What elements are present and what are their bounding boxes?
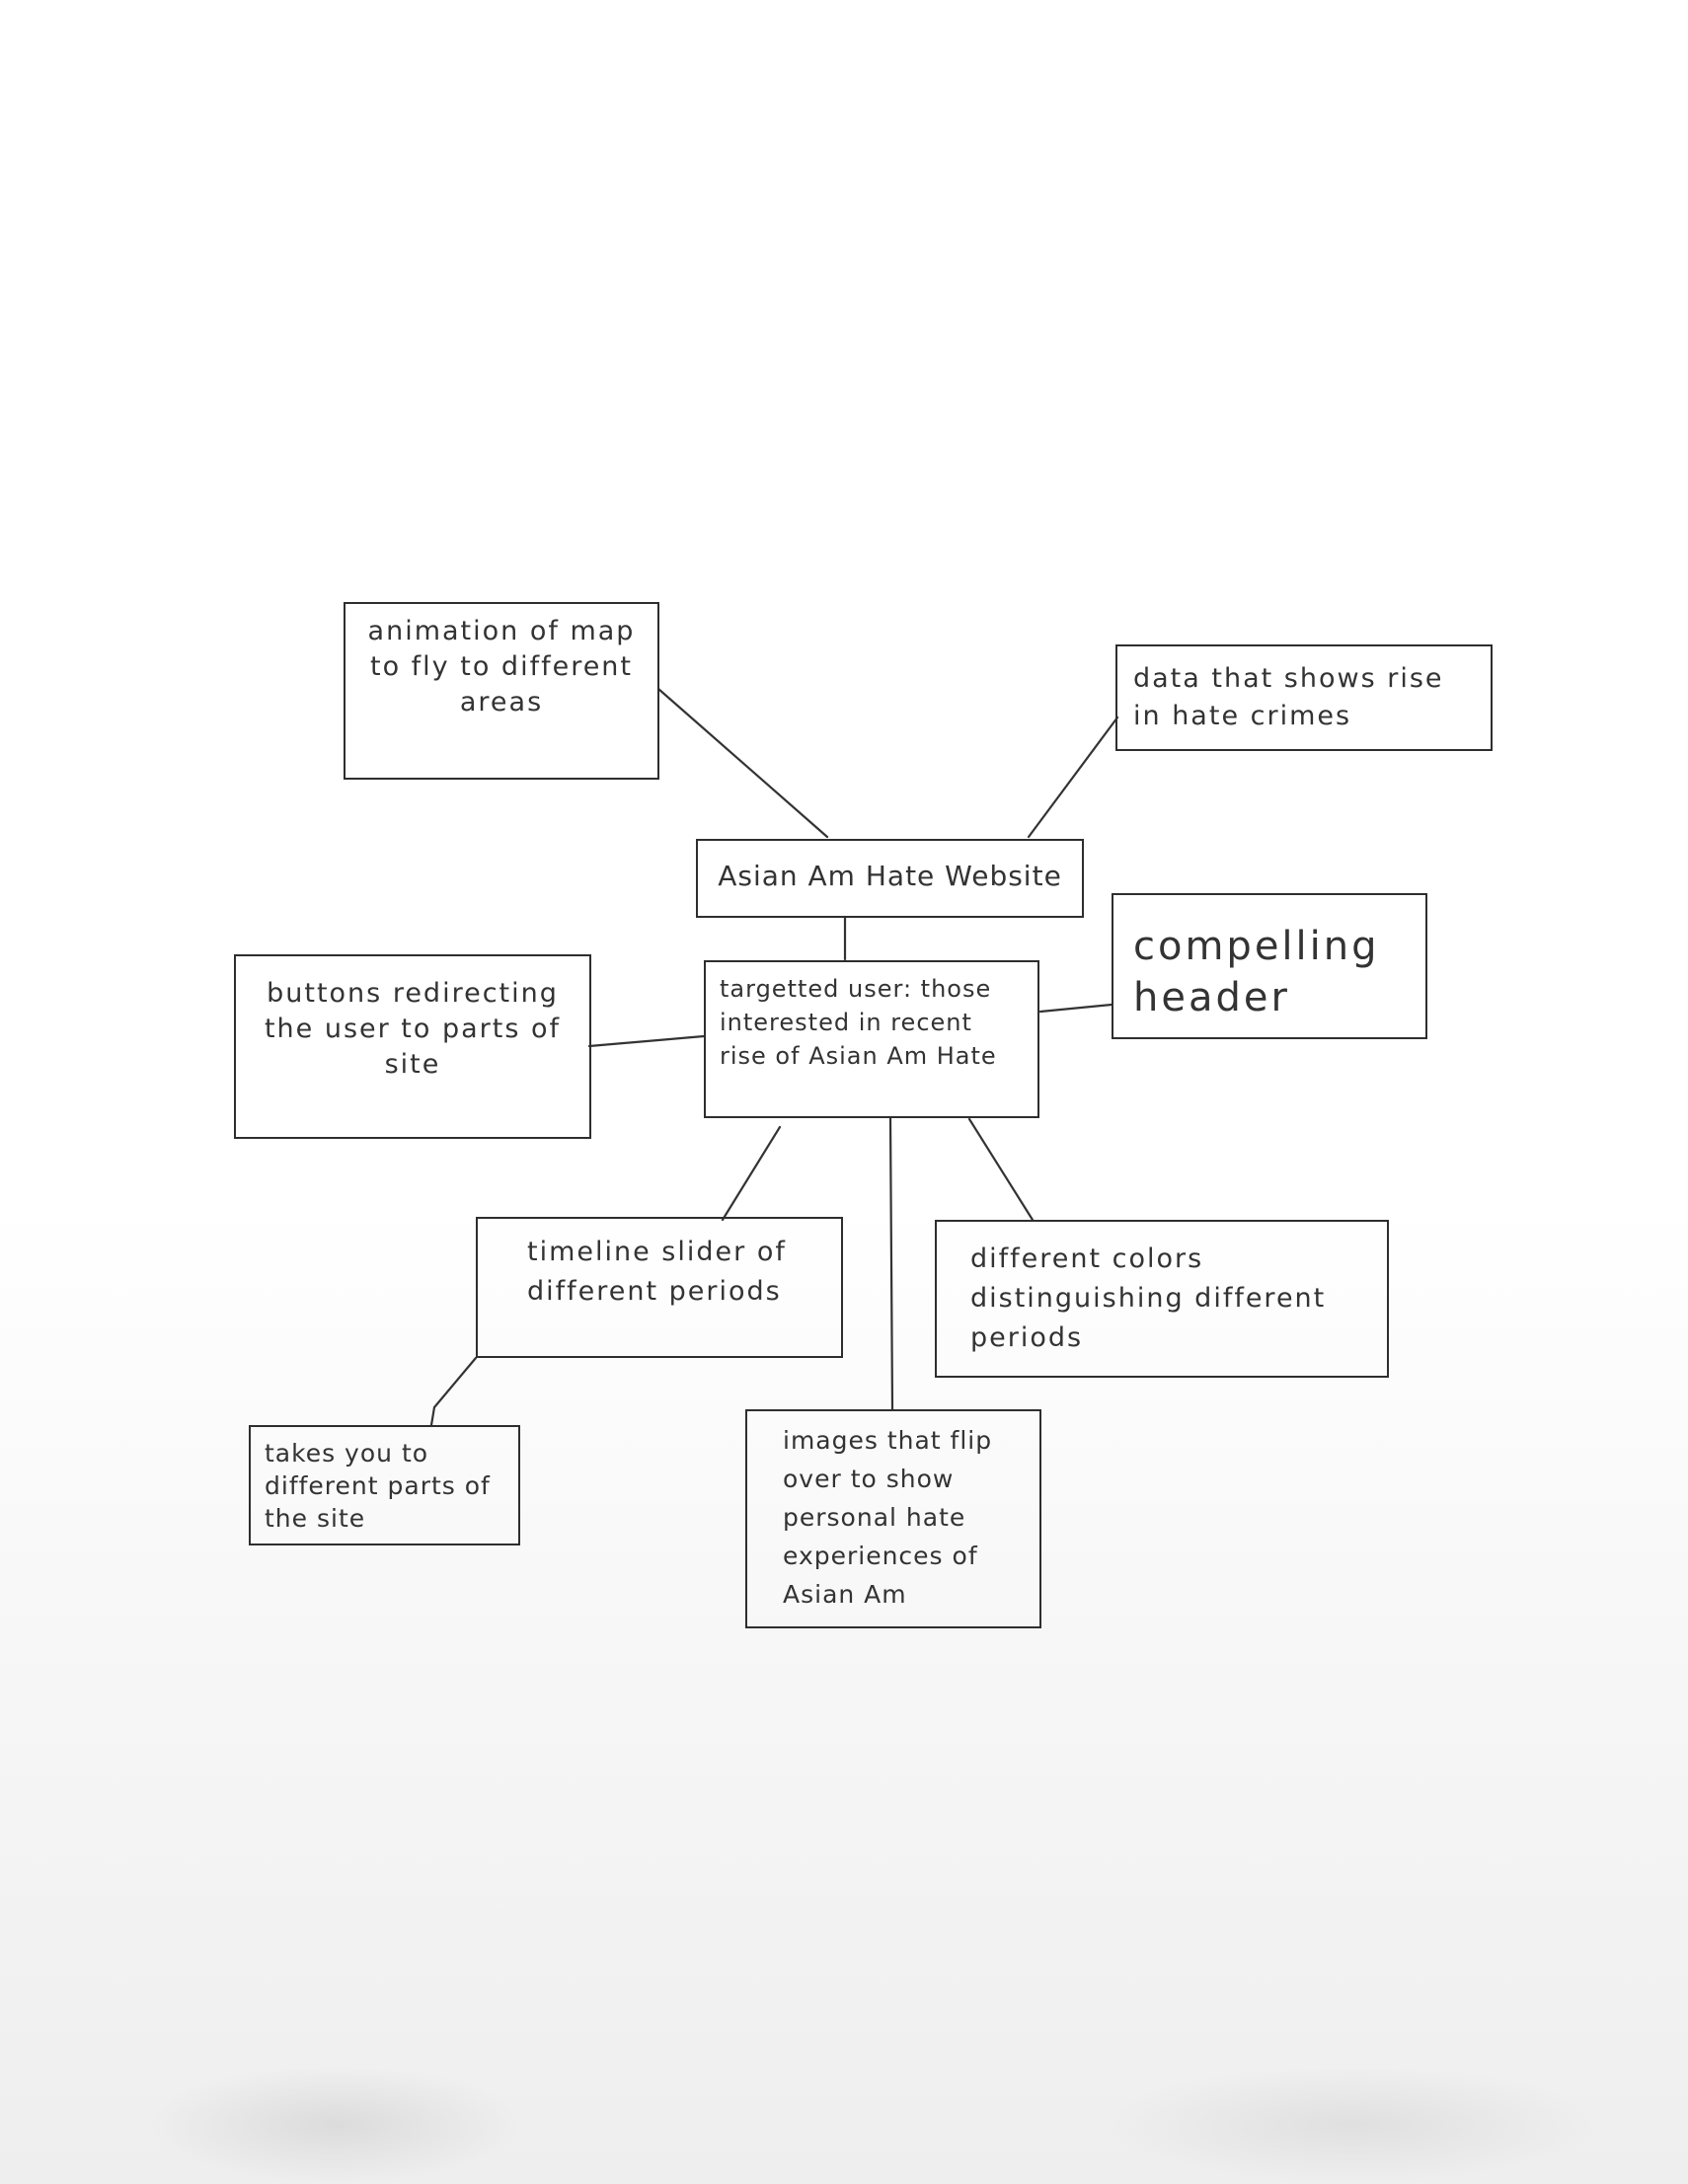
paper-shadow-right: [1106, 2066, 1599, 2184]
node-images-flip: images that flip over to show personal h…: [745, 1409, 1041, 1628]
node-data-rise-hate-crimes: data that shows rise in hate crimes: [1115, 644, 1493, 751]
connector-data-to-website: [1027, 715, 1119, 839]
node-targetted-user: targetted user: those interested in rece…: [704, 960, 1039, 1118]
node-asian-am-hate-website: Asian Am Hate Website: [696, 839, 1084, 918]
node-animation-text: animation of map to fly to different are…: [367, 616, 636, 717]
node-timeline-text: timeline slider of different periods: [527, 1237, 787, 1307]
paper-shadow-left: [148, 2066, 523, 2184]
node-images-text: images that flip over to show personal h…: [783, 1426, 993, 1609]
node-animation-of-map: animation of map to fly to different are…: [344, 602, 659, 780]
node-timeline-slider: timeline slider of different periods: [476, 1217, 843, 1358]
connector-user-to-colors: [967, 1117, 1035, 1222]
connector-timeline-to-takes-you: [429, 1356, 478, 1427]
node-colors-text: different colors distinguishing differen…: [970, 1243, 1327, 1353]
node-buttons-text: buttons redirecting the user to parts of…: [264, 978, 562, 1080]
node-takes-you-text: takes you to different parts of the site: [265, 1439, 491, 1533]
connector-user-to-timeline: [721, 1125, 782, 1222]
node-data-text: data that shows rise in hate crimes: [1133, 663, 1444, 731]
node-different-colors: different colors distinguishing differen…: [935, 1220, 1389, 1378]
node-buttons-redirecting: buttons redirecting the user to parts of…: [234, 954, 591, 1139]
node-user-text: targetted user: those interested in rece…: [720, 975, 997, 1070]
connector-header-to-user: [1038, 1003, 1113, 1014]
node-website-text: Asian Am Hate Website: [718, 860, 1062, 892]
node-compelling-header: compelling header: [1112, 893, 1427, 1039]
connector-animation-to-website: [656, 687, 829, 839]
connector-user-to-images: [888, 1116, 894, 1411]
node-header-text: compelling header: [1133, 924, 1380, 1020]
connector-buttons-to-user: [587, 1034, 706, 1048]
node-takes-you: takes you to different parts of the site: [249, 1425, 520, 1545]
